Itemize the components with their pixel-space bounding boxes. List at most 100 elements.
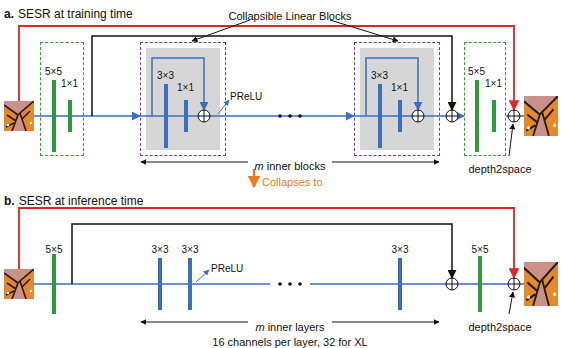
conv-bar bbox=[475, 80, 479, 152]
text-label: 3×3 bbox=[392, 244, 409, 256]
conv-bar bbox=[52, 80, 56, 152]
conv-bar bbox=[52, 254, 56, 314]
kernel-label-wrap: 5×5 bbox=[468, 60, 485, 79]
text-label-wrap: inner layers bbox=[268, 316, 325, 335]
text-label: SESR at training time bbox=[18, 7, 133, 21]
conv-bar bbox=[158, 258, 162, 310]
add-cross bbox=[446, 110, 458, 122]
text-label: PReLU bbox=[211, 263, 243, 275]
kernel-label: 1×1 bbox=[61, 78, 78, 90]
add-symbol bbox=[508, 278, 520, 290]
text-label: Collapsible Linear Blocks bbox=[229, 10, 352, 23]
add-cross bbox=[446, 278, 458, 290]
ellipsis-dot bbox=[298, 114, 302, 118]
text-label-wrap: 16 channels per layer, 32 for XL bbox=[212, 331, 367, 348]
add-symbol bbox=[446, 278, 458, 290]
span-arrow bbox=[332, 322, 439, 323]
conv-bar bbox=[188, 258, 192, 310]
leader-line bbox=[509, 292, 513, 314]
text-label: m bbox=[255, 160, 264, 173]
span-arrow bbox=[332, 162, 439, 163]
layer-block: 3×31×1 bbox=[354, 42, 440, 156]
text-label-wrap: 5×5 bbox=[46, 238, 63, 257]
kernel-label-wrap: 1×1 bbox=[177, 76, 194, 95]
leader-line bbox=[192, 20, 250, 41]
text-label-wrap: SESR at training time bbox=[18, 3, 133, 22]
kernel-label: 3×3 bbox=[371, 70, 388, 82]
leader-line bbox=[218, 100, 229, 114]
text-label: 5×5 bbox=[46, 244, 63, 256]
text-label-wrap: Collapses to bbox=[262, 171, 323, 190]
text-label: b. bbox=[4, 194, 15, 208]
conv-bar bbox=[184, 100, 188, 132]
conv-bar bbox=[398, 258, 402, 310]
text-label-wrap: a. bbox=[4, 3, 14, 22]
text-label-wrap: b. bbox=[4, 190, 15, 209]
text-label: 5×5 bbox=[472, 244, 489, 256]
text-label-wrap: depth2space bbox=[469, 316, 532, 335]
conv-bar bbox=[68, 100, 72, 132]
kernel-label-wrap: 1×1 bbox=[391, 76, 408, 95]
add-cross bbox=[508, 110, 520, 122]
input-image bbox=[4, 269, 34, 299]
kernel-label: 1×1 bbox=[177, 82, 194, 94]
ellipsis-dot bbox=[278, 282, 282, 286]
input-skip bbox=[19, 208, 514, 278]
kernel-label: 5×5 bbox=[45, 66, 62, 78]
conv-bar bbox=[478, 256, 482, 312]
text-label-wrap: 3×3 bbox=[182, 238, 199, 257]
kernel-label-wrap: 3×3 bbox=[157, 64, 174, 83]
block-fill bbox=[360, 48, 434, 150]
inner-skip bbox=[366, 58, 418, 116]
kernel-label-wrap: 3×3 bbox=[371, 64, 388, 83]
add-symbol bbox=[198, 110, 210, 122]
kernel-label: 3×3 bbox=[157, 70, 174, 82]
text-label: SESR at inference time bbox=[19, 194, 144, 208]
text-label: Collapses to bbox=[262, 176, 323, 189]
long-skip bbox=[72, 224, 452, 284]
add-circle bbox=[446, 110, 458, 122]
input-image bbox=[4, 101, 34, 131]
text-label: PReLU bbox=[230, 91, 262, 103]
text-label-wrap: SESR at inference time bbox=[19, 190, 144, 209]
text-label: m bbox=[255, 321, 264, 334]
text-label-wrap: m bbox=[255, 316, 264, 335]
add-circle bbox=[446, 278, 458, 290]
text-label-wrap: 5×5 bbox=[472, 238, 489, 257]
conv-bar bbox=[398, 100, 402, 132]
span-arrow bbox=[141, 322, 248, 323]
add-cross bbox=[412, 110, 424, 122]
add-circle bbox=[508, 278, 520, 290]
output-image bbox=[524, 96, 558, 136]
kernel-label: 1×1 bbox=[391, 82, 408, 94]
text-label-wrap: Collapsible Linear Blocks bbox=[229, 5, 352, 24]
conv-bar bbox=[164, 84, 168, 148]
text-label-wrap: 3×3 bbox=[392, 238, 409, 257]
text-label-wrap: inner blocks bbox=[267, 155, 326, 174]
text-label-wrap: PReLU bbox=[211, 257, 243, 276]
text-label-wrap: PReLU bbox=[230, 85, 262, 104]
ellipsis-dot bbox=[278, 114, 282, 118]
span-arrow bbox=[141, 162, 248, 163]
leader-line bbox=[196, 270, 209, 282]
add-circle bbox=[508, 110, 520, 122]
add-symbol bbox=[508, 110, 520, 122]
block-fill bbox=[146, 48, 220, 150]
text-label: 3×3 bbox=[182, 244, 199, 256]
kernel-label-wrap: 1×1 bbox=[485, 72, 502, 91]
conv-bar bbox=[378, 84, 382, 148]
kernel-label: 1×1 bbox=[485, 78, 502, 90]
text-label-wrap: 3×3 bbox=[152, 238, 169, 257]
add-circle bbox=[198, 110, 210, 122]
text-label: inner layers bbox=[268, 321, 325, 334]
kernel-label: 5×5 bbox=[468, 66, 485, 78]
layer-block: 5×51×1 bbox=[40, 42, 84, 156]
text-label: a. bbox=[4, 7, 14, 21]
text-label: 3×3 bbox=[152, 244, 169, 256]
leader-line bbox=[509, 124, 513, 156]
layer-block: 3×31×1 bbox=[140, 42, 226, 156]
text-label-wrap: m bbox=[255, 155, 264, 174]
text-label: depth2space bbox=[469, 321, 532, 334]
add-symbol bbox=[412, 110, 424, 122]
